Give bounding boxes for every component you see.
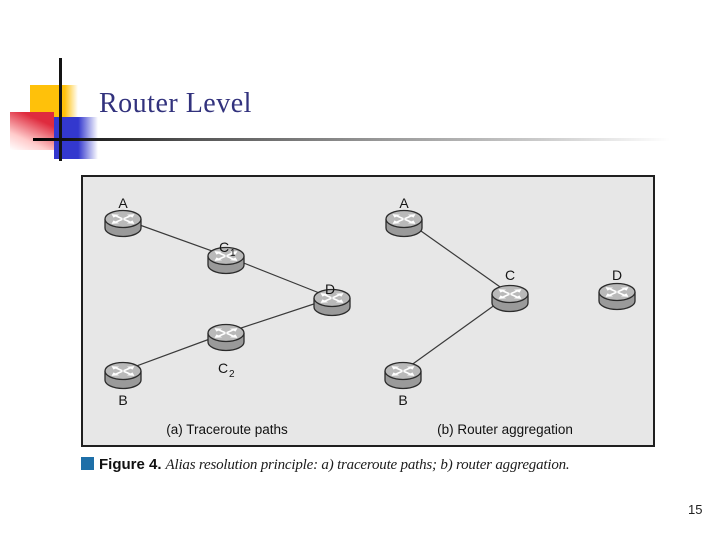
decor-vertical-line	[59, 58, 62, 161]
router-icon-a-C2	[207, 323, 245, 352]
panel-b-caption: (b) Router aggregation	[437, 422, 573, 437]
figure-caption-label: Figure 4.	[99, 456, 162, 473]
node-label-a-A: A	[118, 195, 128, 211]
decor-red-square	[10, 112, 54, 150]
node-label-a-C1: C	[219, 239, 229, 255]
slide-title: Router Level	[99, 88, 252, 119]
router-icon-b-C	[491, 284, 529, 313]
node-label-a-B: B	[118, 392, 127, 408]
link-a-c	[403, 218, 511, 295]
node-label-b-C: C	[505, 267, 515, 283]
page-number: 15	[688, 502, 703, 517]
router-icon-b-A	[385, 209, 423, 238]
figure-caption-text: Alias resolution principle: a) tracerout…	[165, 457, 570, 473]
panel-a-caption: (a) Traceroute paths	[166, 422, 288, 437]
figure-caption: Figure 4.Alias resolution principle: a) …	[81, 456, 659, 480]
caption-bullet-icon	[81, 457, 94, 470]
node-label-b-D: D	[612, 267, 622, 283]
link-c-b	[402, 293, 511, 372]
node-label-a-C1-sub: 1	[230, 248, 236, 259]
figure-diagram-panel: A C 1 D C 2 B A C D B (a) Traceroute pat…	[81, 175, 655, 447]
node-label-a-C2-sub: 2	[229, 369, 235, 380]
router-diagram: A C 1 D C 2 B A C D B (a) Traceroute pat…	[104, 195, 636, 437]
node-label-b-B: B	[398, 392, 407, 408]
router-icon-b-D	[598, 282, 636, 311]
node-label-b-A: A	[399, 195, 409, 211]
router-icon-b-B	[384, 361, 422, 390]
router-icon-a-B	[104, 361, 142, 390]
router-icon-a-A	[104, 209, 142, 238]
node-label-a-C2: C	[218, 360, 228, 376]
aggregation-links	[402, 218, 511, 372]
title-underline-rule	[33, 138, 670, 141]
node-label-a-D: D	[325, 281, 335, 297]
